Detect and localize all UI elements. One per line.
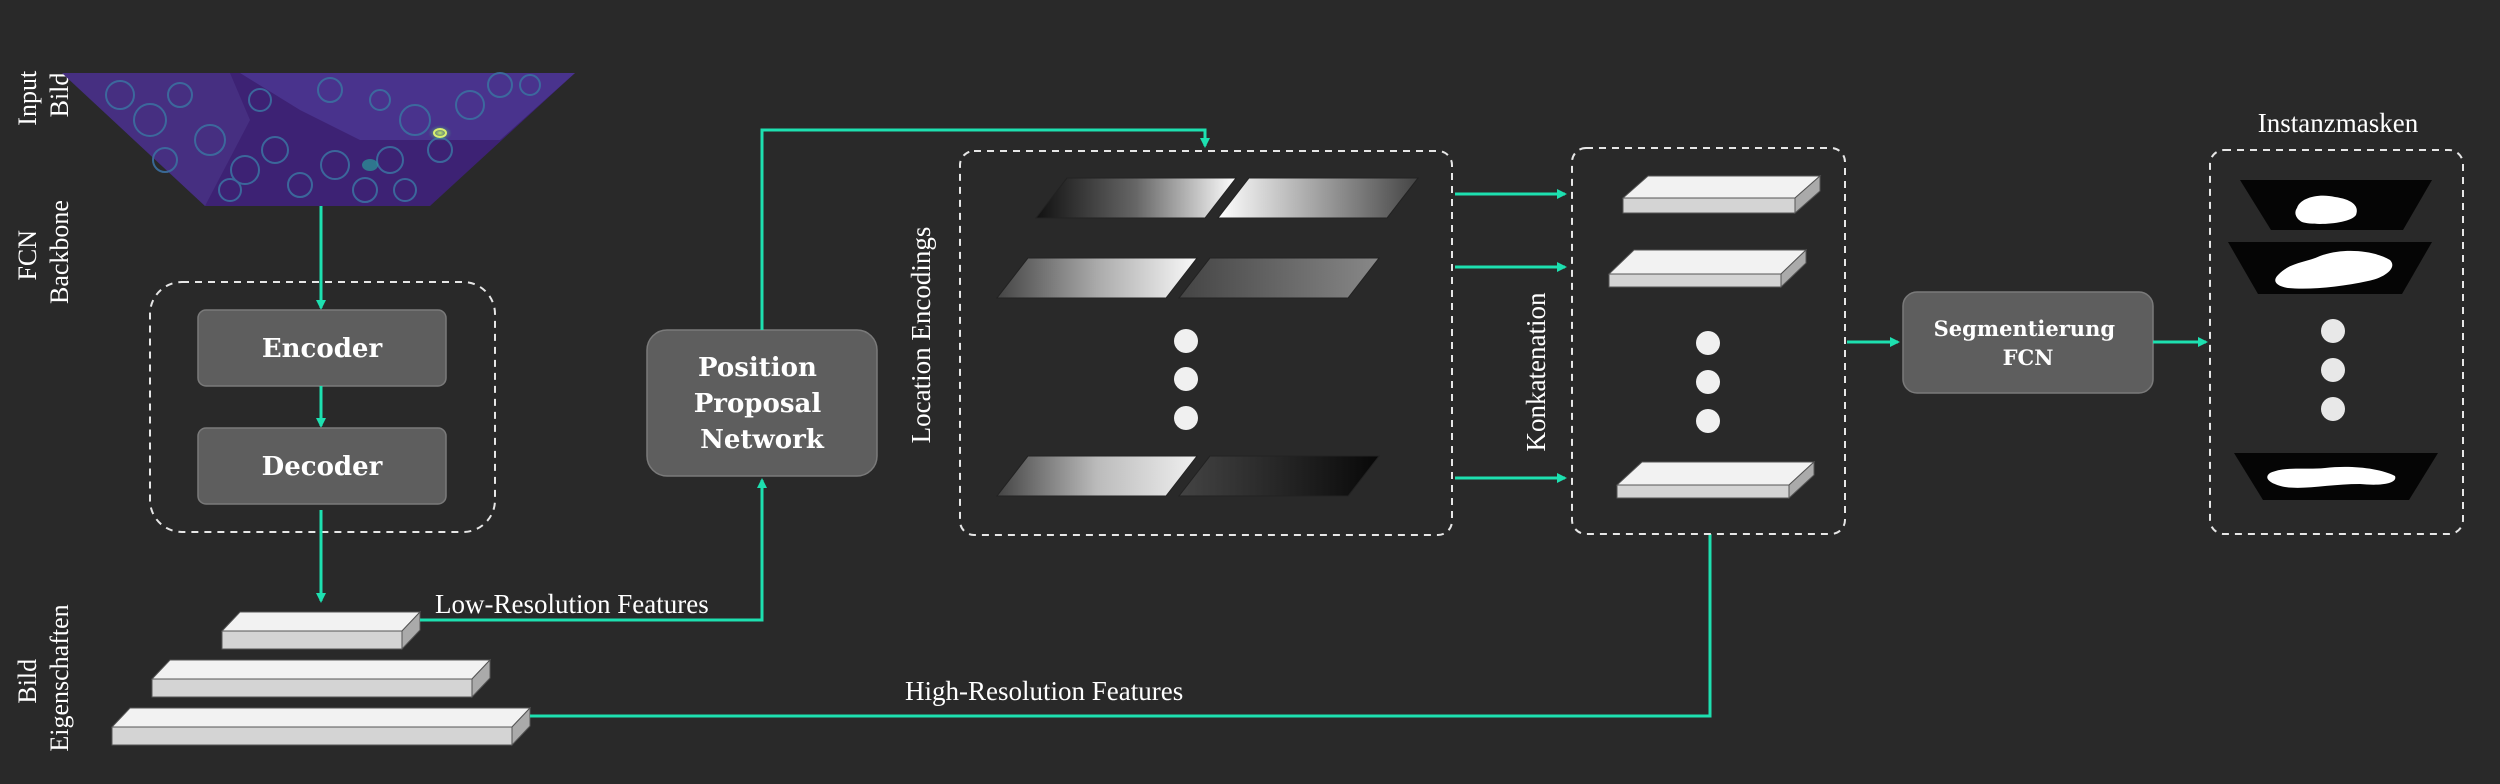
location-encoding-maps	[995, 177, 1420, 497]
encoder-label: Encoder	[262, 334, 383, 364]
ppn-line2: Proposal	[694, 389, 822, 419]
arrow-high-res-to-concat	[530, 534, 1712, 718]
ppn-line3: Network	[700, 425, 825, 455]
segmentation-line1: Segmentierung	[1934, 316, 2116, 341]
instanzmasken-ellipsis	[2321, 319, 2345, 421]
ppn-line1: Position	[698, 353, 817, 383]
concat-slabs	[1607, 174, 1822, 500]
input-label-line2: Bild	[45, 73, 74, 118]
feature-pyramid	[110, 610, 532, 747]
decoder-label: Decoder	[262, 452, 383, 482]
fcn-backbone-label: FCN Backbone	[13, 200, 74, 304]
fcn-label-line2: Backbone	[45, 200, 74, 304]
input-label-line1: Input	[13, 70, 42, 126]
arrow-ppn-to-location-encodings	[760, 128, 1210, 330]
konkatenation-frame	[1571, 147, 1846, 535]
konkatenation-label: Konkatenation	[1521, 292, 1551, 451]
location-encodings-ellipsis	[1174, 329, 1198, 430]
arrow-low-res-to-ppn	[420, 478, 767, 622]
segmentation-fcn-block	[1902, 291, 2154, 394]
input-bild-label: Input Bild	[13, 64, 74, 125]
bild-label-line1: Bild	[13, 659, 42, 704]
instanzmasken-title: Instanzmasken	[2258, 108, 2419, 138]
location-encodings-label: Location Encodings	[906, 227, 936, 444]
low-res-label: Low-Resolution Features	[435, 589, 709, 619]
decoder-block	[197, 427, 447, 505]
segmentation-line2: FCN	[2003, 345, 2054, 370]
ppn-label: Position Proposal Network	[694, 353, 831, 455]
concat-ellipsis	[1696, 331, 1720, 433]
bild-eigenschaften-label: Bild Eigenschaften	[13, 604, 74, 751]
segmentation-label: Segmentierung FCN	[1934, 316, 2123, 370]
input-image	[62, 72, 575, 206]
bild-label-line2: Eigenschaften	[45, 604, 74, 751]
fcn-label-line1: FCN	[13, 230, 42, 281]
high-res-label: High-Resolution Features	[905, 676, 1183, 706]
location-encodings-frame	[959, 150, 1453, 536]
instance-masks	[2228, 180, 2438, 500]
